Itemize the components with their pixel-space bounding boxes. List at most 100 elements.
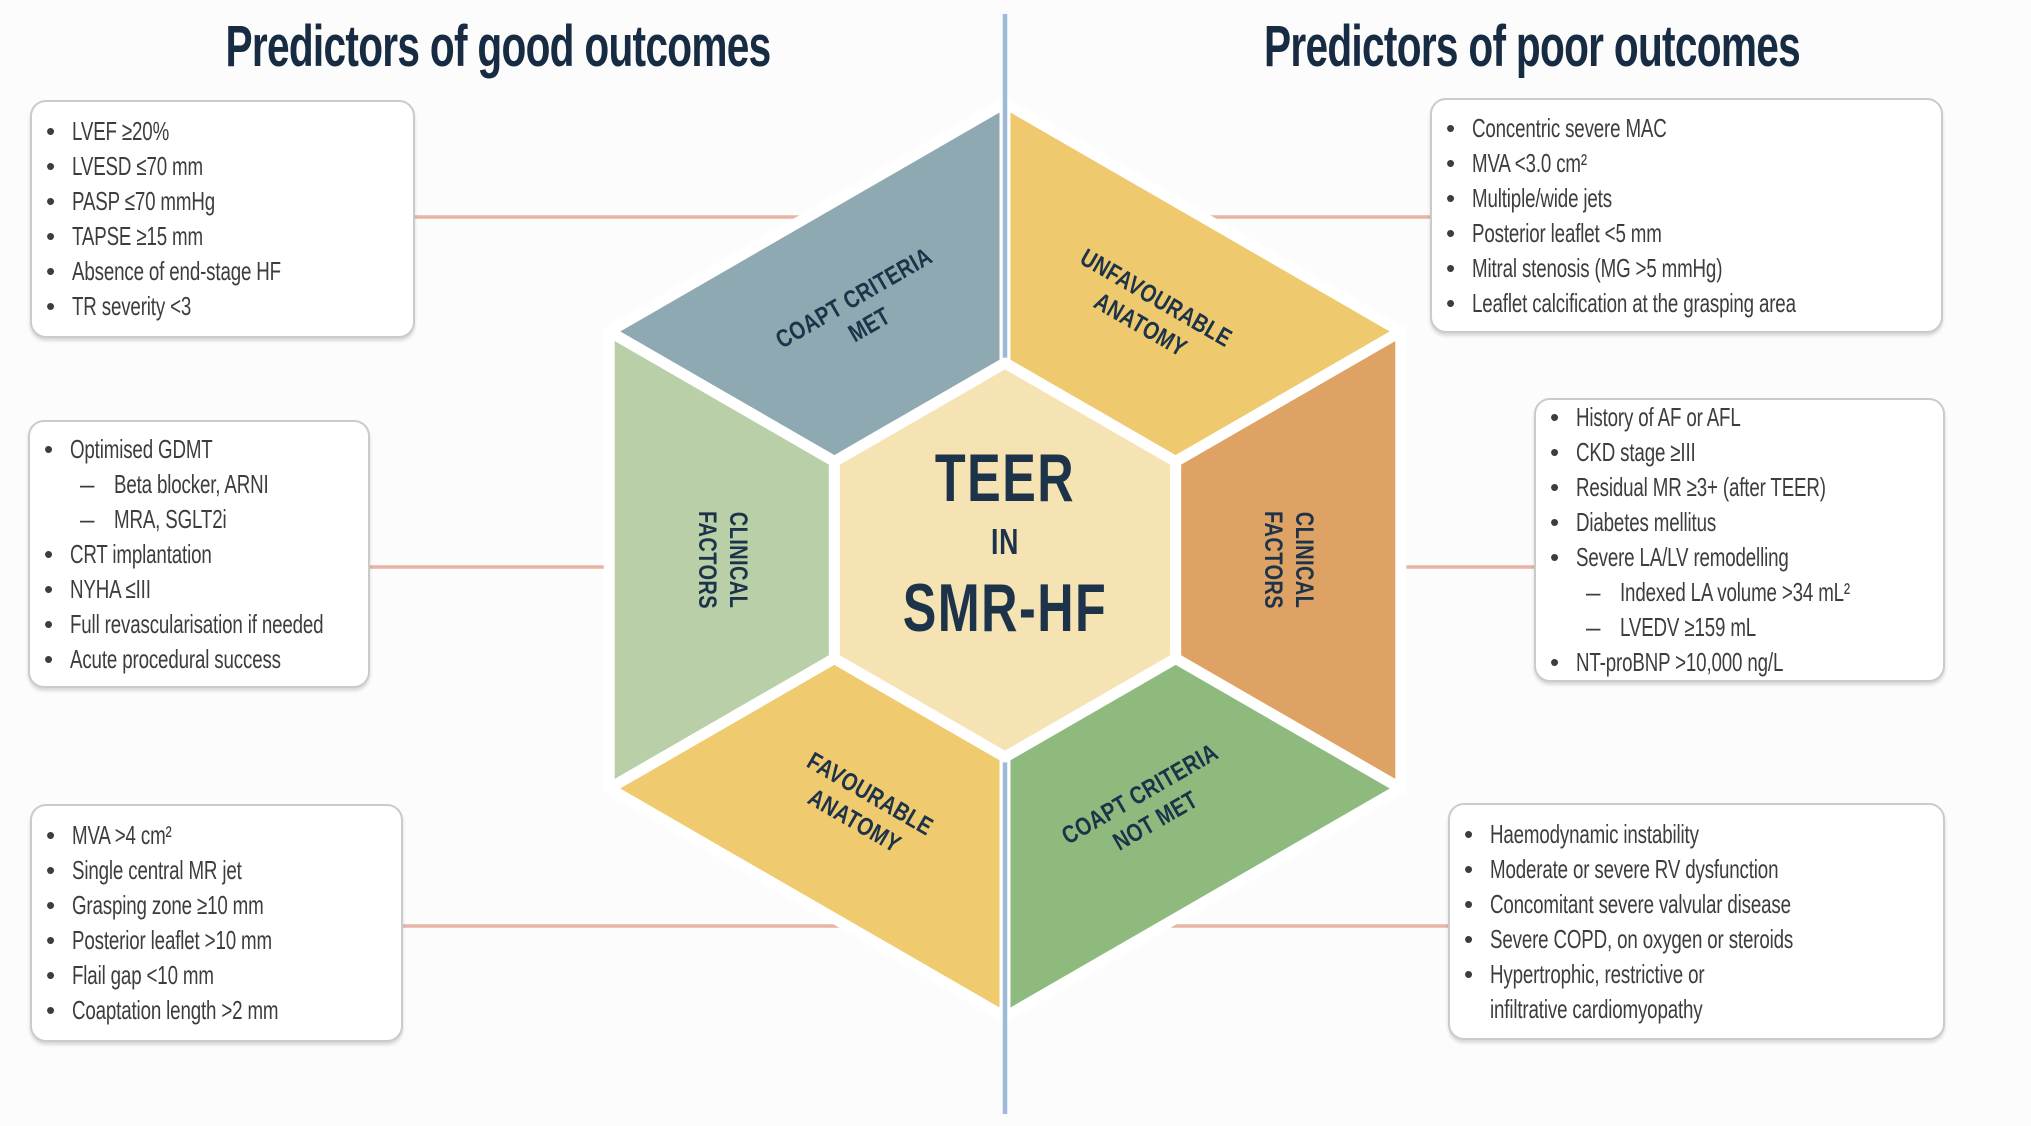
bullet-marker: •: [1550, 647, 1560, 677]
center-title-line2: IN: [990, 521, 1020, 562]
list-item-text: Severe LA/LV remodelling: [1576, 542, 1789, 572]
bullet-marker: •: [1550, 542, 1560, 572]
dash-marker: –: [80, 468, 95, 499]
list-item-text: TAPSE ≥15 mm: [72, 221, 203, 251]
left-title: Predictors of good outcomes: [225, 14, 771, 79]
bullet-marker: •: [1464, 923, 1474, 954]
list-item-text: Moderate or severe RV dysfunction: [1490, 853, 1779, 884]
dash-marker: –: [1586, 612, 1601, 642]
list-item-text: Flail gap <10 mm: [72, 960, 214, 990]
bullet-marker: •: [1550, 507, 1560, 537]
bullet-marker: •: [1446, 112, 1456, 143]
list-item-text: CKD stage ≥III: [1576, 437, 1696, 467]
bullet-marker: •: [1464, 958, 1474, 989]
list-item: • NT-proBNP >10,000 ng/L: [1550, 645, 1929, 680]
list-item-text: Diabetes mellitus: [1576, 507, 1717, 537]
segment-label-clinical-factors-left: CLINICAL FACTORS: [693, 511, 752, 609]
bullet-marker: •: [46, 256, 56, 286]
list-item: • History of AF or AFL: [1550, 400, 1929, 435]
list-item-text: Acute procedural success: [70, 643, 281, 674]
list-item-text: History of AF or AFL: [1576, 402, 1741, 432]
bullet-marker: •: [46, 820, 56, 850]
dash-marker: –: [80, 503, 95, 534]
bullet-marker: •: [1550, 402, 1560, 432]
bullet-marker: •: [46, 995, 56, 1025]
list-item: •LVEF ≥20%: [46, 114, 399, 149]
list-item: • LVESD ≤70 mm: [46, 149, 399, 184]
list-item-text: Hypertrophic, restrictive or: [1490, 958, 1705, 989]
list-item-text: Absence of end-stage HF: [72, 256, 281, 286]
bullet-marker: •: [1446, 182, 1456, 213]
list-item-text: CRT implantation: [70, 538, 212, 569]
list-item: • Single central MR jet: [46, 853, 387, 888]
bullet-marker: •: [1550, 472, 1560, 502]
list-item-text: TR severity <3: [72, 291, 192, 321]
bullet-marker: •: [44, 643, 54, 674]
list-item: • Diabetes mellitus: [1550, 505, 1929, 540]
list-item: • Mitral stenosis (MG >5 mmHg): [1446, 251, 1927, 286]
list-item: • Coaptation length >2 mm: [46, 993, 387, 1028]
list-item-text: Single central MR jet: [72, 855, 242, 885]
bullet-marker: •: [44, 538, 54, 569]
list-item-text: Beta blocker, ARNI: [114, 468, 269, 499]
bullet-marker: •: [44, 573, 54, 604]
list-item-text: Coaptation length >2 mm: [72, 995, 279, 1025]
list-item-text: NT-proBNP >10,000 ng/L: [1576, 647, 1784, 677]
bullet-marker: •: [1446, 252, 1456, 283]
list-item: • Acute procedural success: [44, 642, 354, 677]
bullet-marker: •: [46, 925, 56, 955]
list-item-text: Concentric severe MAC: [1472, 112, 1667, 143]
list-item-text: Posterior leaflet >10 mm: [72, 925, 272, 955]
list-item-text: MRA, SGLT2i: [114, 503, 227, 534]
right-title: Predictors of poor outcomes: [1263, 14, 1801, 79]
bullet-marker: •: [1464, 888, 1474, 919]
bullet-marker: •: [1550, 437, 1560, 467]
list-item-text: Concomitant severe valvular disease: [1490, 888, 1791, 919]
bullet-marker: •: [1446, 147, 1456, 178]
list-item-text: MVA >4 cm²: [72, 820, 172, 850]
list-item-text: Severe COPD, on oxygen or steroids: [1490, 923, 1794, 954]
list-item: • MVA >4 cm²: [46, 818, 387, 853]
list-item: –MRA, SGLT2i: [44, 502, 354, 537]
list-item: –Beta blocker, ARNI: [44, 467, 354, 502]
dash-marker: –: [1586, 577, 1601, 607]
list-item: •Full revascularisation if needed: [44, 607, 354, 642]
list-item: •Multiple/wide jets: [1446, 181, 1927, 216]
bullet-marker: •: [46, 890, 56, 920]
bullet-marker: •: [1446, 287, 1456, 318]
list-item: • Grasping zone ≥10 mm: [46, 888, 387, 923]
bullet-marker: •: [46, 221, 56, 251]
criteria-box-favourable-anatomy: • MVA >4 cm² • Single central MR jet • Graspi…: [30, 804, 403, 1042]
bullet-marker: •: [46, 960, 56, 990]
list-item-text: Grasping zone ≥10 mm: [72, 890, 264, 920]
list-item: •Posterior leaflet <5 mm: [1446, 216, 1927, 251]
bullet-marker: •: [46, 186, 56, 216]
list-item: • Posterior leaflet >10 mm: [46, 923, 387, 958]
bullet-marker: •: [46, 151, 56, 181]
list-item-text: infiltrative cardiomyopathy: [1490, 993, 1703, 1024]
list-item: •Haemodynamic instability: [1464, 817, 1929, 852]
list-item: infiltrative cardiomyopathy: [1464, 992, 1929, 1027]
list-item: • Concomitant severe valvular disease: [1464, 887, 1929, 922]
bullet-marker: •: [46, 116, 56, 146]
list-item: • Flail gap <10 mm: [46, 958, 387, 993]
criteria-box-unfavourable-anatomy: • Concentric severe MAC•MVA <3.0 cm²•Mult…: [1430, 98, 1943, 333]
list-item-text: Indexed LA volume >34 mL²: [1620, 577, 1851, 607]
bullet-marker: •: [1464, 818, 1474, 849]
list-item-text: Mitral stenosis (MG >5 mmHg): [1472, 252, 1723, 283]
list-item: •Residual MR ≥3+ (after TEER): [1550, 470, 1929, 505]
bullet-marker: •: [1446, 217, 1456, 248]
bullet-marker: •: [46, 855, 56, 885]
list-item-text: NYHA ≤III: [70, 573, 151, 604]
list-item: •MVA <3.0 cm²: [1446, 146, 1927, 181]
list-item-text: Optimised GDMT: [70, 433, 213, 464]
center-title: TEER IN SMR-HF: [879, 440, 1131, 648]
bullet-marker: •: [1464, 853, 1474, 884]
list-item: • Moderate or severe RV dysfunction: [1464, 852, 1929, 887]
list-item: • PASP ≤70 mmHg: [46, 184, 399, 219]
list-item-text: LVESD ≤70 mm: [72, 151, 203, 181]
criteria-box-good-clinical: •Optimised GDMT–Beta blocker, ARNI–MRA, …: [28, 420, 370, 688]
list-item-text: PASP ≤70 mmHg: [72, 186, 215, 216]
